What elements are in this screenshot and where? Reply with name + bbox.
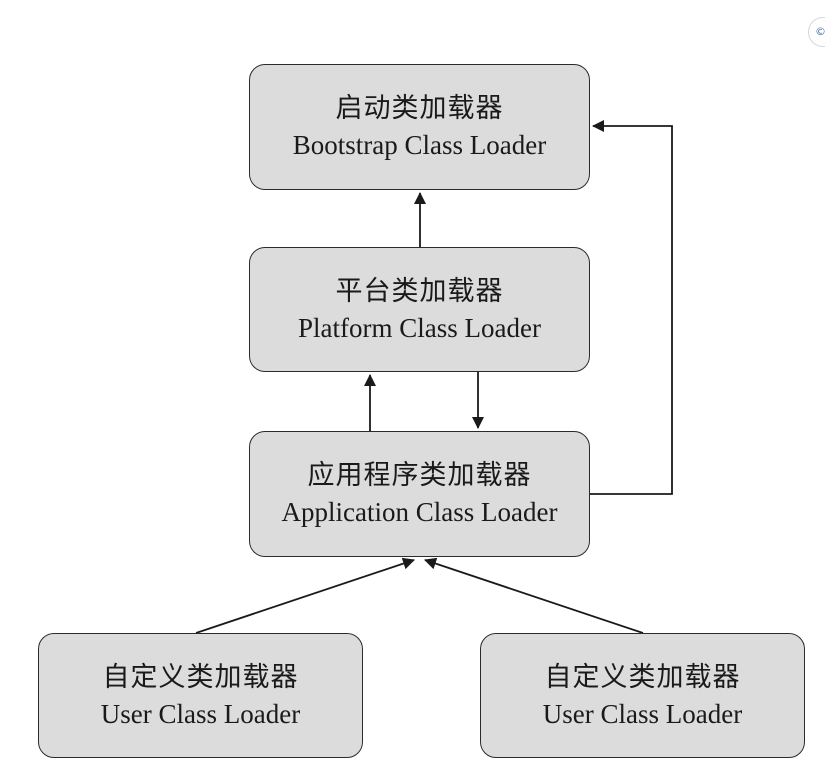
user-left-title-en: User Class Loader [100,698,301,729]
platform-title-zh: 平台类加载器 [335,275,504,307]
edge-user-right-to-application [424,557,644,634]
edge-user-left-to-application [195,557,415,634]
application-title-en: Application Class Loader [281,497,558,527]
bootstrap-title-en: Bootstrap Class Loader [292,130,547,160]
bootstrap-class-loader-node: 启动类加载器 Bootstrap Class Loader [249,64,590,190]
edge-application-to-bootstrap [590,120,673,495]
application-title-zh: 应用程序类加载器 [307,460,532,491]
user-right-title-en: User Class Loader [542,698,743,729]
user-class-loader-node-right: 自定义类加载器 User Class Loader [480,633,805,758]
platform-title-en: Platform Class Loader [298,312,541,343]
bootstrap-title-zh: 启动类加载器 [335,93,504,124]
user-left-title-zh: 自定义类加载器 [102,661,299,693]
circle-badge-glyph: © [815,25,825,38]
user-right-title-zh: 自定义类加载器 [544,661,741,693]
application-class-loader-node: 应用程序类加载器 Application Class Loader [249,431,590,557]
platform-class-loader-node: 平台类加载器 Platform Class Loader [249,247,590,372]
user-class-loader-node-left: 自定义类加载器 User Class Loader [38,633,363,758]
